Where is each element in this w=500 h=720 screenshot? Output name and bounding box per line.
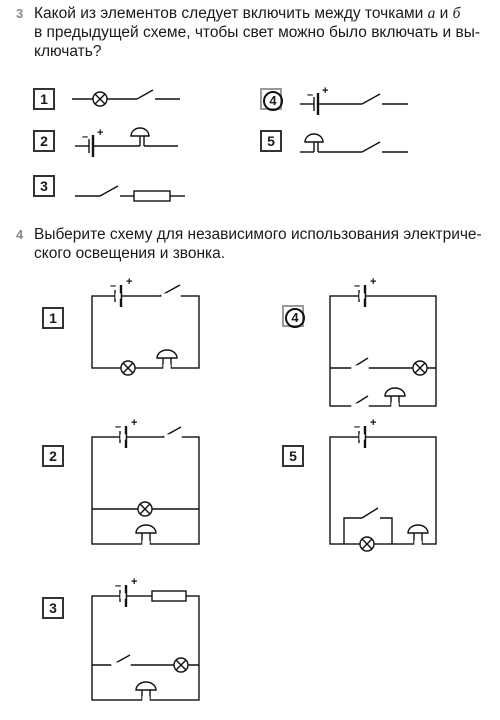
- bell-icon: [135, 524, 157, 534]
- question-4-text: Выберите схему для независимого использо…: [34, 225, 484, 263]
- q4-option-2[interactable]: 2: [42, 445, 64, 467]
- bell-icon: [384, 387, 406, 397]
- battery-minus: –: [82, 131, 88, 143]
- q4-option-4[interactable]: 4: [282, 305, 305, 328]
- battery-plus: +: [126, 276, 132, 288]
- q3-option-1[interactable]: 1: [33, 88, 55, 110]
- point-a-label: а: [427, 5, 436, 22]
- q4-option-1[interactable]: 1: [42, 307, 64, 329]
- resistor-icon: [133, 190, 171, 202]
- question-4-line1: Выберите схему для независимого использо…: [34, 226, 482, 243]
- question-4-number: 4: [16, 227, 24, 242]
- question-4-line2: ского освещения и звонка.: [34, 245, 226, 262]
- battery-plus: +: [131, 417, 137, 429]
- battery-plus: +: [370, 417, 376, 429]
- battery-minus: –: [110, 280, 116, 292]
- q3-element-1-lamp-switch: [72, 89, 180, 107]
- question-3-line3: ключать?: [34, 43, 102, 60]
- point-b-label: б: [452, 5, 461, 22]
- q4-scheme-5: – +: [329, 417, 437, 552]
- question-3-line1: Какой из элементов следует включить межд…: [34, 5, 428, 22]
- battery-plus: +: [131, 576, 137, 588]
- q3-element-4-battery-switch: – +: [300, 85, 408, 115]
- q3-option-5[interactable]: 5: [260, 130, 282, 152]
- q3-element-3-switch-resistor: [75, 185, 185, 202]
- q3-option-4[interactable]: 4: [260, 88, 283, 111]
- q3-element-2-battery-bell: – +: [75, 127, 178, 157]
- question-3-and: и: [435, 5, 453, 22]
- battery-plus: +: [370, 276, 376, 288]
- switch-icon: [99, 185, 119, 197]
- q4-option-5[interactable]: 5: [282, 445, 304, 467]
- q3-option-2[interactable]: 2: [33, 130, 55, 152]
- q3-element-5-bell-switch: [300, 133, 408, 153]
- battery-minus: –: [354, 280, 360, 292]
- question-3-number: 3: [16, 6, 24, 21]
- battery-plus: +: [97, 127, 103, 139]
- bell-icon: [135, 681, 157, 691]
- battery-minus: –: [115, 580, 121, 592]
- battery-minus: –: [115, 421, 121, 433]
- battery-plus: +: [322, 85, 328, 97]
- bell-icon: [407, 524, 429, 534]
- q3-option-4-circled: 4: [263, 91, 283, 111]
- q4-scheme-3: – +: [91, 576, 200, 703]
- question-3-line2: в предыдущей схеме, чтобы свет можно был…: [34, 24, 481, 41]
- q4-scheme-2: – +: [91, 417, 200, 547]
- switch-icon: [361, 141, 381, 153]
- battery-minus: –: [307, 89, 313, 101]
- q4-scheme-4: – +: [329, 276, 437, 409]
- battery-minus: –: [354, 421, 360, 433]
- question-3-text: Какой из элементов следует включить межд…: [34, 4, 484, 61]
- switch-icon: [136, 89, 154, 100]
- resistor-icon: [151, 590, 187, 602]
- q4-scheme-1: – +: [91, 276, 200, 376]
- q4-option-3[interactable]: 3: [42, 597, 64, 619]
- switch-icon: [361, 93, 381, 105]
- bell-icon: [304, 133, 324, 143]
- bell-icon: [156, 349, 178, 359]
- switch-icon: [361, 507, 379, 519]
- bell-icon: [130, 127, 150, 137]
- q3-option-3[interactable]: 3: [33, 175, 55, 197]
- q4-option-4-circled: 4: [285, 308, 305, 328]
